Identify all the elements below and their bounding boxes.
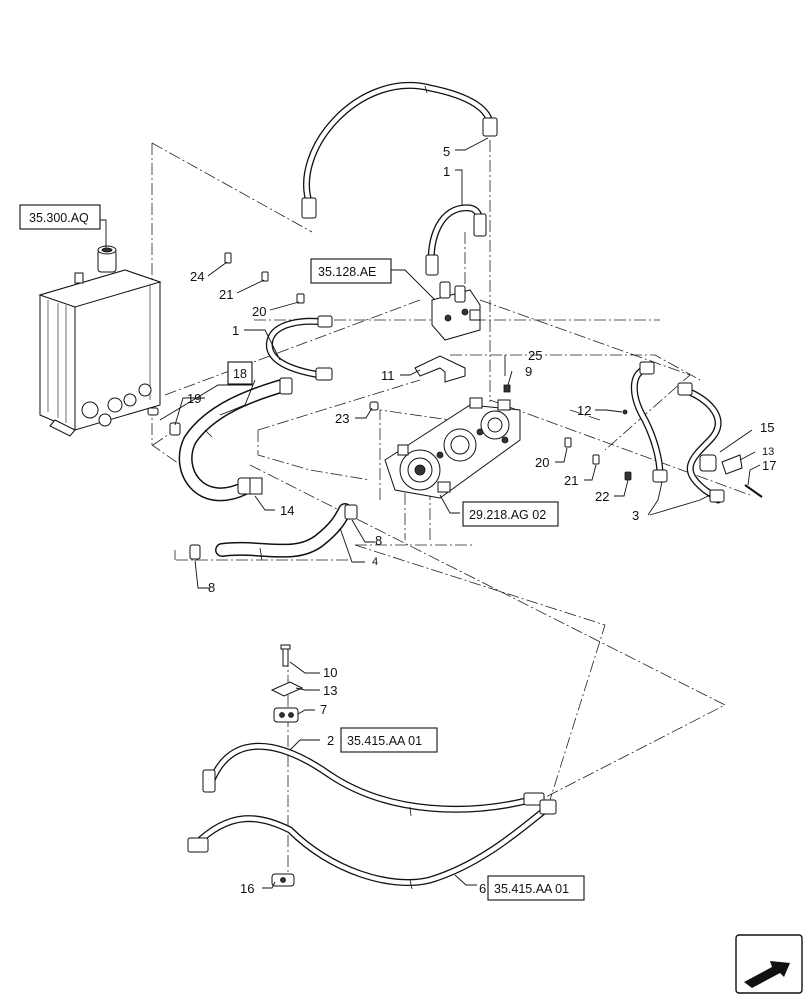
callout-6: 6 [479,881,486,896]
fitting-24[interactable] [224,252,232,264]
svg-text:29.218.AG 02: 29.218.AG 02 [469,508,546,522]
callout-15: 15 [760,420,774,435]
clamp-8-left[interactable] [189,544,201,560]
callout-17: 17 [762,458,776,473]
callout-22: 22 [595,489,609,504]
hose-1-lower[interactable] [265,315,333,381]
callout-1-upper: 1 [443,164,450,179]
clamp-16[interactable] [271,873,295,887]
callout-8-left: 8 [208,580,215,595]
plate-13-upper[interactable] [721,454,743,475]
ref-box-29-218-ag-02[interactable]: 29.218.AG 02 [462,501,559,527]
callout-13-upper: 13 [762,446,774,458]
fitting-12[interactable] [622,409,628,415]
callout-4: 4 [372,556,378,568]
plate-13-lower[interactable] [270,681,304,697]
callout-13-lower: 13 [323,683,337,698]
fitting-22[interactable] [624,471,632,481]
callout-9: 9 [525,364,532,379]
svg-text:35.128.AE: 35.128.AE [318,265,376,279]
callout-3: 3 [632,508,639,523]
svg-text:35.415.AA 01: 35.415.AA 01 [494,882,569,896]
hydraulic-tank[interactable] [38,245,162,437]
clamp-8-right[interactable] [344,504,358,520]
callout-24: 24 [190,269,204,284]
callout-12: 12 [577,403,591,418]
callout-23: 23 [335,411,349,426]
callout-14: 14 [280,503,294,518]
callout-7: 7 [320,702,327,717]
ref-box-35-300-aq[interactable]: 35.300.AQ [19,204,101,230]
callout-16: 16 [240,881,254,896]
leader-lines [75,137,761,889]
svg-text:35.415.AA 01: 35.415.AA 01 [347,734,422,748]
next-page-arrow-icon[interactable] [735,934,803,994]
callout-25: 25 [528,348,542,363]
svg-text:18: 18 [233,367,247,381]
hydraulic-pump[interactable] [384,397,521,499]
fitting-9[interactable] [503,384,511,393]
svg-text:35.300.AQ: 35.300.AQ [29,211,89,225]
callout-labels: 5 1 24 21 20 1 11 25 9 19 23 12 15 13 17… [187,144,776,896]
ref-box-18[interactable]: 18 [227,361,253,385]
fitting-19[interactable] [147,407,181,436]
hose-5[interactable] [301,82,498,219]
callout-11: 11 [381,368,395,383]
fitting-20-right[interactable] [564,437,572,448]
assembly-lines [151,140,751,880]
bolt-17[interactable] [744,484,763,498]
hose-4[interactable] [215,503,352,561]
hose-18[interactable] [178,377,293,502]
callout-8-right: 8 [375,533,382,548]
callout-10: 10 [323,665,337,680]
hose-2[interactable] [202,742,545,817]
hose-3-left[interactable] [630,361,668,483]
callout-19: 19 [187,391,201,406]
control-valve[interactable] [431,281,481,341]
bolt-10[interactable] [280,644,291,667]
callout-20-left: 20 [252,304,266,319]
fitting-21-left[interactable] [261,271,269,282]
fitting-20-left[interactable] [296,293,305,304]
hose-1-upper[interactable] [425,204,487,276]
fitting-21-right[interactable] [592,454,600,465]
bracket-11[interactable] [414,355,466,383]
ref-box-35-128-ae[interactable]: 35.128.AE [310,258,392,284]
callout-21-left: 21 [219,287,233,302]
callout-1-lower: 1 [232,323,239,338]
hose-3-right[interactable] [677,382,725,504]
ref-box-35-415-aa-01-lower[interactable]: 35.415.AA 01 [487,875,585,901]
ref-box-35-415-aa-01-upper[interactable]: 35.415.AA 01 [340,727,438,753]
hose-6[interactable] [187,799,557,890]
callout-20-right: 20 [535,455,549,470]
fitting-14[interactable] [249,477,263,495]
callout-2: 2 [327,733,334,748]
callout-21-right: 21 [564,473,578,488]
clamp-7[interactable] [273,707,299,723]
clamp-15[interactable] [699,454,717,472]
callout-5: 5 [443,144,450,159]
